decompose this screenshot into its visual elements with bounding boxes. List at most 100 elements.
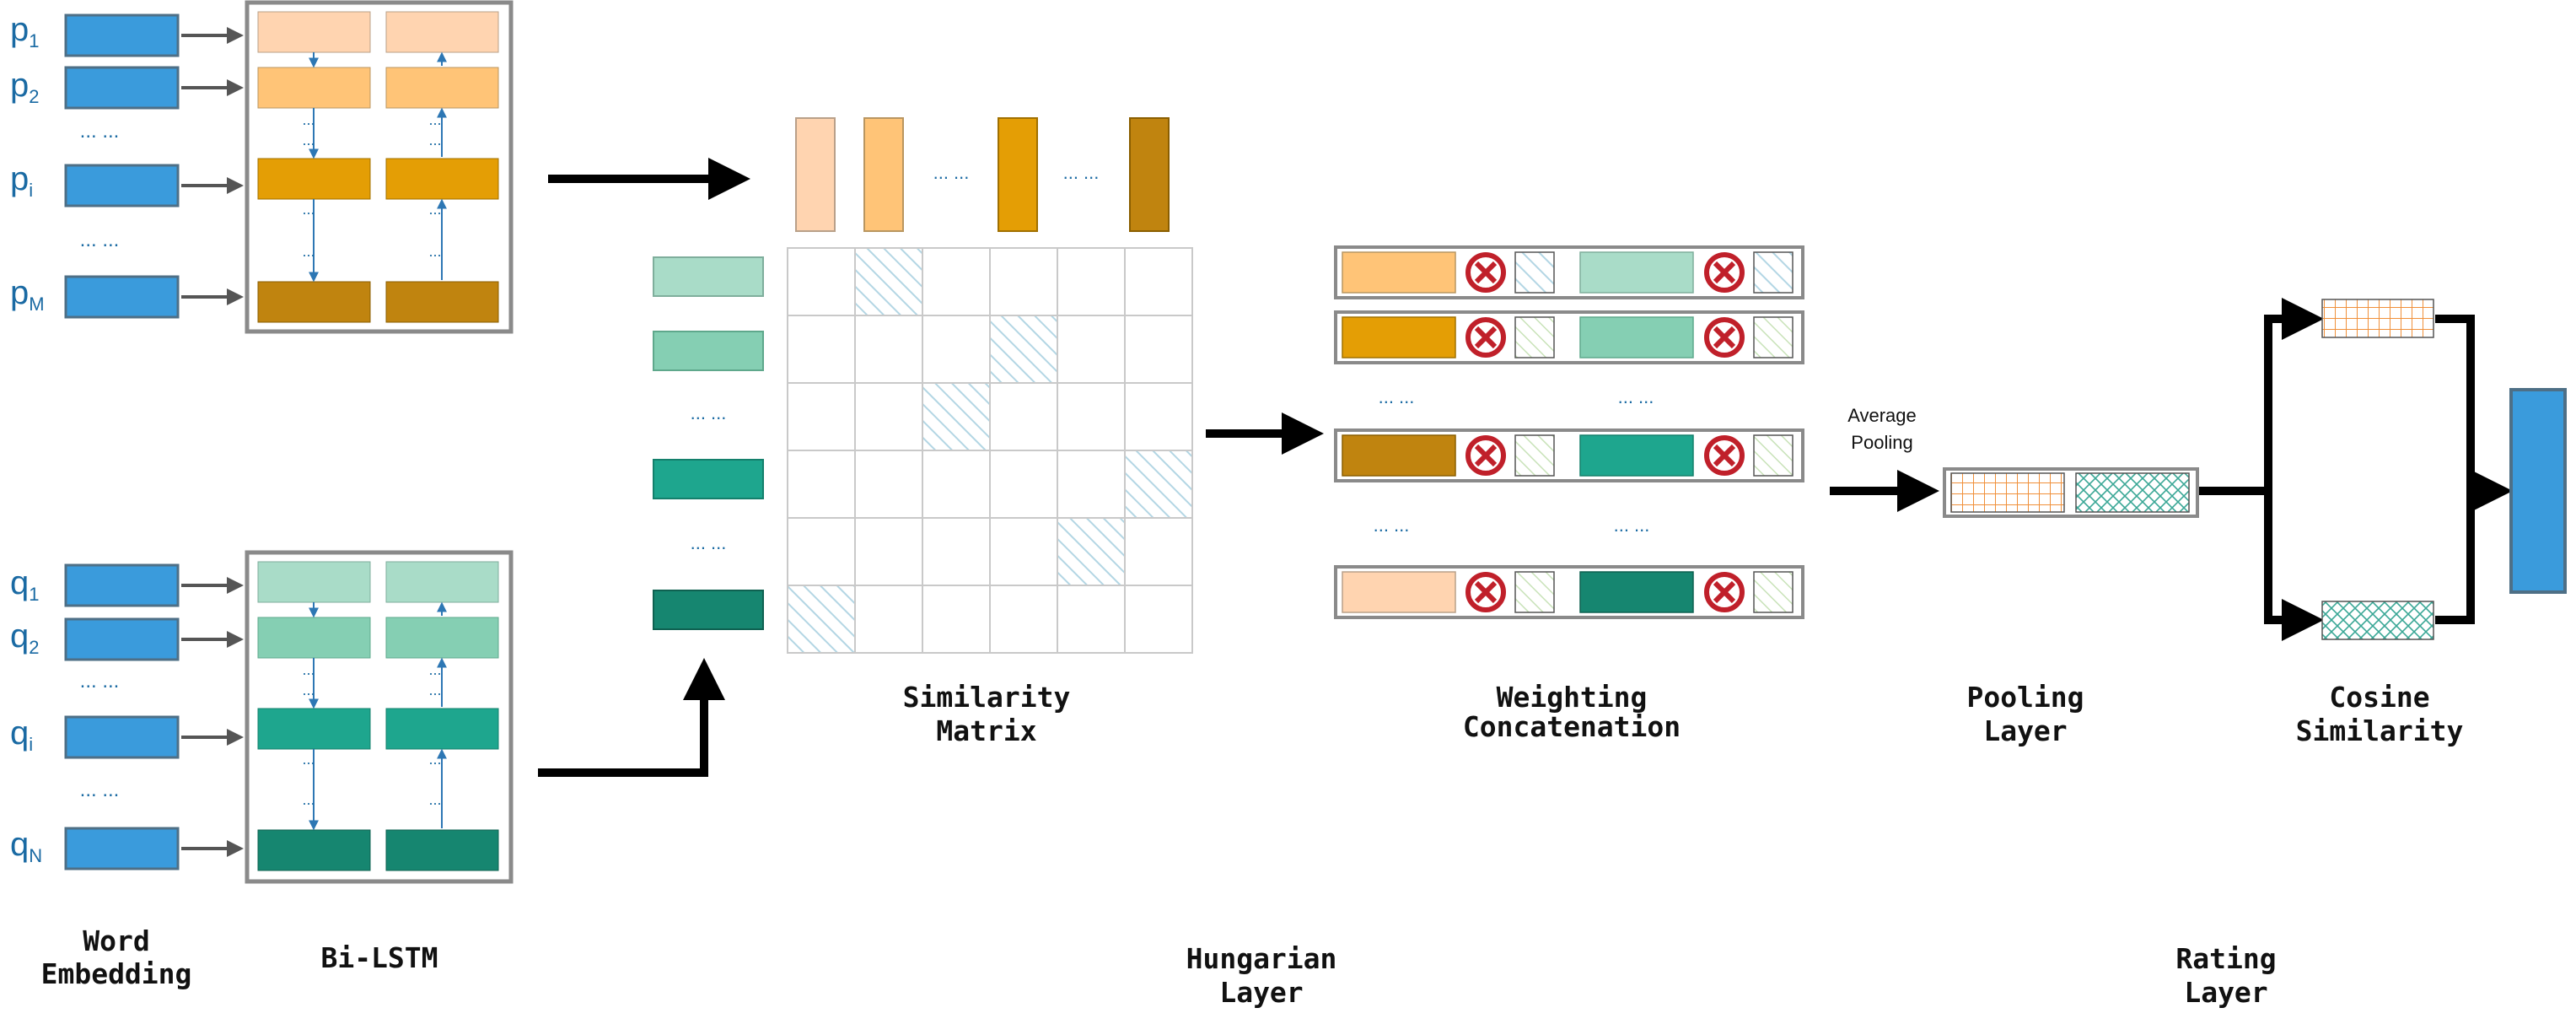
p-token-label: pi: [10, 160, 33, 201]
p-token-2: p2: [10, 66, 244, 110]
embedding-vector: [64, 715, 180, 759]
p-vector-column: [795, 117, 836, 232]
weight-vector: [1753, 434, 1794, 477]
ellipsis: ... ...: [691, 402, 727, 423]
merge-line: [2435, 315, 2475, 624]
lstm-cell: [257, 67, 371, 109]
q-vector-row: [653, 590, 764, 630]
p-token-label: pM: [10, 274, 45, 315]
dots: ...: [302, 111, 315, 128]
matrix-cell: [1124, 517, 1193, 586]
lstm-cell: [257, 561, 371, 603]
matrix-cell: [1057, 585, 1126, 654]
ellipsis: ... ...: [80, 229, 120, 251]
ellipsis: ... ...: [1379, 386, 1415, 407]
embedding-vector: [64, 617, 180, 661]
cosine-similarity-label: Cosine: [2329, 681, 2429, 714]
q-vector-row: [653, 331, 764, 371]
ellipsis: ... ...: [1614, 515, 1650, 536]
p-token-m: pM: [10, 274, 244, 319]
embedding-vector: [64, 66, 180, 110]
q-token-label: q1: [10, 564, 40, 605]
lstm-cell: [257, 708, 371, 750]
matrix-cell: [854, 517, 923, 586]
lstm-cell: [385, 281, 499, 323]
pooled-p-vector: [1950, 472, 2065, 513]
lstm-cell: [385, 67, 499, 109]
dots: ...: [428, 751, 441, 768]
p-vector: [1342, 316, 1456, 358]
matrix-cell-aligned: [1124, 450, 1193, 519]
lstm-cell: [257, 158, 371, 200]
matrix-cell: [1057, 247, 1126, 316]
to-q-vector-arrow: [2264, 491, 2324, 641]
similarity-matrix-label: Matrix: [936, 714, 1036, 747]
matrix-cell: [1057, 382, 1126, 451]
matrix-cell: [989, 450, 1058, 519]
weight-vector: [1753, 316, 1794, 358]
weight-vector: [1514, 251, 1555, 294]
weight-vector: [1753, 571, 1794, 613]
p-vector: [1342, 251, 1456, 294]
matrix-cell: [787, 517, 856, 586]
p-token-label: p1: [10, 11, 40, 51]
matrix-cell: [854, 315, 923, 384]
ellipsis: ... ...: [1063, 162, 1100, 183]
dots: ...: [302, 751, 315, 768]
matrix-cell: [787, 382, 856, 451]
q-bilstm-block: ... ... ... ... ... ... ... ...: [245, 550, 514, 884]
ellipsis: ... ...: [80, 779, 120, 801]
p-token-label: p2: [10, 67, 40, 107]
dots: ...: [428, 111, 441, 128]
ellipsis: ... ...: [80, 670, 120, 693]
matrix-cell: [922, 247, 991, 316]
embedding-vector: [64, 563, 180, 607]
weight-vector: [1514, 571, 1555, 613]
matrix-cell-aligned: [922, 382, 991, 451]
matrix-cell: [1057, 450, 1126, 519]
weighting-concatenation-block: ... ... ... ... ... ... ... ...: [1334, 245, 1804, 619]
multiply-icon: [1704, 317, 1745, 358]
q-vector-row: [653, 459, 764, 499]
concat-row: [1334, 310, 1804, 364]
lstm-cell: [385, 561, 499, 603]
q-vector: [1579, 251, 1694, 294]
multiply-icon: [1704, 435, 1745, 476]
matrix-cell: [989, 247, 1058, 316]
p-vector: [1342, 434, 1456, 477]
dots: ...: [428, 661, 441, 678]
lstm-cell: [385, 708, 499, 750]
concat-row: [1334, 245, 1804, 299]
similarity-matrix-block: ... ... ... ... ... ... ... ...: [653, 117, 1193, 654]
dots: ...: [428, 682, 441, 698]
lstm-cell: [257, 829, 371, 871]
hungarian-layer-label: Hungarian: [1186, 942, 1337, 975]
dots: ...: [428, 243, 441, 260]
p-token-1: p1: [10, 11, 244, 57]
q-vector: [1579, 434, 1694, 477]
ellipsis: ... ...: [1618, 386, 1654, 407]
weight-vector: [1514, 316, 1555, 358]
q-token-1: q1: [10, 563, 244, 607]
dots: ...: [302, 682, 315, 698]
p-embedding-column: p1 p2 ... ... pi ... ... pM: [10, 11, 244, 319]
pooling-layer-label: Pooling: [1966, 681, 2084, 714]
dots: ...: [428, 132, 441, 148]
cosine-similarity-block: [2199, 298, 2567, 641]
multiply-icon: [1465, 572, 1506, 612]
pooling-layer-block: [1943, 467, 2199, 518]
lstm-cell: [257, 617, 371, 659]
embedding-vector: [64, 275, 180, 319]
p-vector-column: [1129, 117, 1170, 232]
p-vector-column: [863, 117, 904, 232]
matrix-cell: [1124, 315, 1193, 384]
matrix-cell: [922, 315, 991, 384]
lstm-cell: [385, 829, 499, 871]
matrix-cell: [922, 517, 991, 586]
matrix-cell: [787, 450, 856, 519]
dots: ...: [428, 791, 441, 808]
p-vector: [1342, 571, 1456, 613]
weight-vector: [1514, 434, 1555, 477]
q-token-n: qN: [10, 826, 244, 870]
